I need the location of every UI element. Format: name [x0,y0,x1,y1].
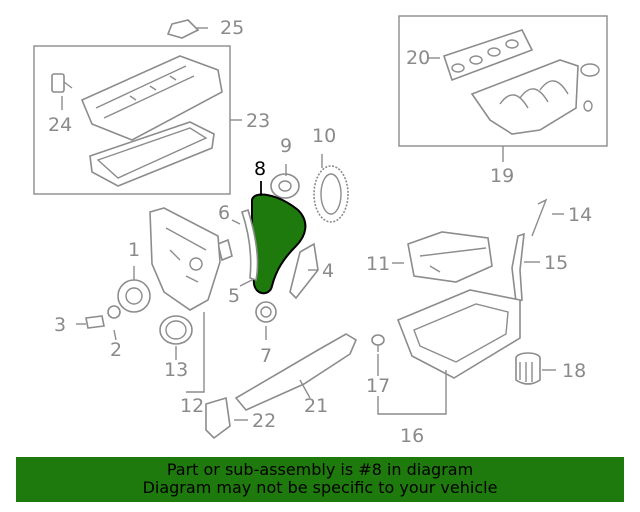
chain-guide-6-illustration [240,208,259,282]
valve-cover-illustration [80,55,223,187]
gasket-21-illustration [234,333,358,411]
notice-banner: Part or sub-assembly is #8 in diagram Di… [16,457,624,502]
callout-15: 15 [544,252,568,274]
notice-line-1: Part or sub-assembly is #8 in diagram [166,460,474,479]
oil-filter-illustration [515,352,541,385]
washer-2-illustration [107,305,121,319]
callout-25: 25 [220,17,244,39]
callout-7: 7 [260,345,272,367]
callout-17: 17 [366,375,390,397]
callout-16: 16 [400,425,424,447]
seal-13-illustration [159,315,193,345]
callout-22: 22 [252,410,276,432]
callout-24: 24 [48,114,72,136]
callout-20: 20 [406,47,430,69]
callout-2: 2 [110,339,122,361]
bolt-17-illustration [371,334,385,352]
callout-18: 18 [562,360,586,382]
sensor-6-block [217,238,233,262]
callout-1: 1 [128,239,140,261]
sprocket-9-illustration [270,173,300,199]
callout-13: 13 [164,359,188,381]
callout-4: 4 [322,260,334,282]
intake-manifold-illustration [470,59,600,135]
gasket-22-illustration [205,396,231,440]
tensioner-7-illustration [255,301,277,323]
callout-6: 6 [218,202,230,224]
chain-gear-10-illustration [313,165,349,223]
pulley-1-illustration [117,279,151,313]
oil-pan-illustration [396,289,521,379]
sensor-24-illustration [51,73,73,93]
bolt-3-illustration [85,315,105,329]
callout-9: 9 [280,135,292,157]
callout-12: 12 [180,395,204,417]
dipstick-illustration [511,198,548,304]
callout-8: 8 [254,158,266,180]
callout-19: 19 [490,165,514,187]
callout-23: 23 [246,110,270,132]
callout-11: 11 [366,253,390,275]
callout-21: 21 [304,395,328,417]
oil-pump-illustration [407,231,493,283]
oil-cap-25-illustration [166,19,200,39]
timing-cover-illustration [149,207,221,311]
callout-5: 5 [228,285,240,307]
callout-10: 10 [312,125,336,147]
callout-14: 14 [568,204,592,226]
chain-guide-4-illustration [289,242,319,300]
leader-lines [61,27,564,421]
callout-3: 3 [54,314,66,336]
notice-line-2: Diagram may not be specific to your vehi… [142,478,498,497]
parts-diagram: 25 23 24 20 19 9 10 8 6 1 4 5 3 2 7 13 1… [33,15,608,447]
intake-gasket-20-illustration [442,29,534,82]
